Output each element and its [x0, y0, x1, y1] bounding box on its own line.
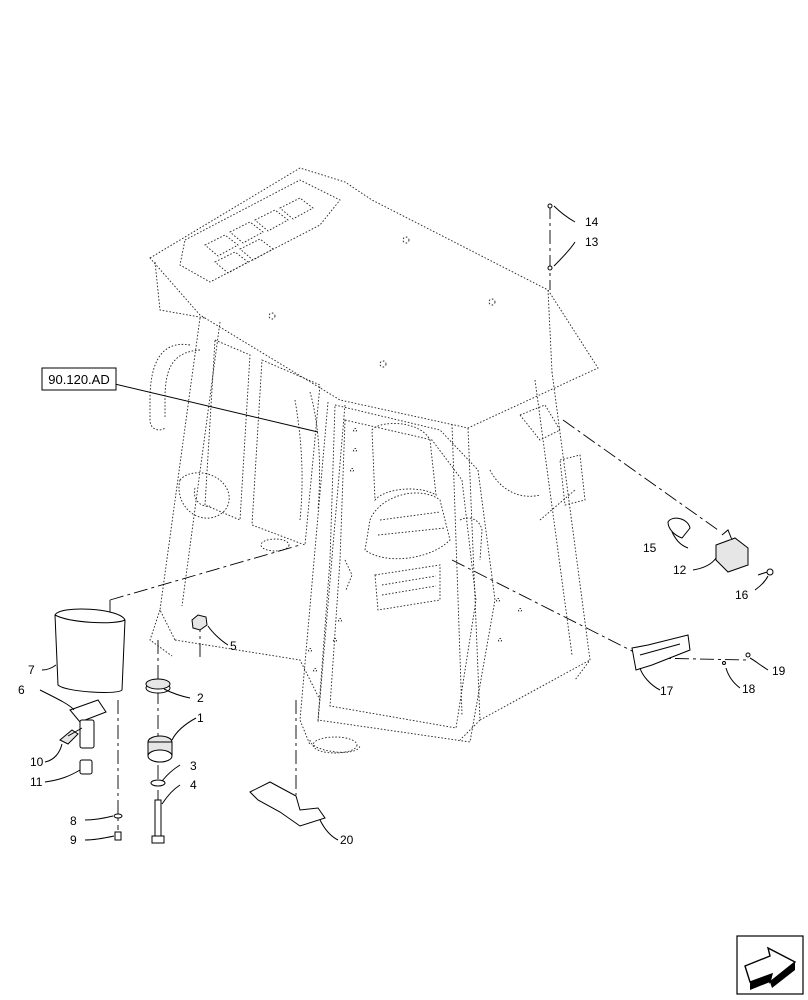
work-lamp: [715, 529, 749, 573]
callout-8: 8: [70, 814, 77, 828]
callout-17: 17: [660, 684, 674, 698]
callout-20: 20: [340, 833, 354, 847]
nut-5: [191, 614, 208, 631]
pin-16: [757, 568, 774, 576]
callout-10: 10: [30, 755, 44, 769]
grab-handle: [631, 634, 691, 671]
callout-18: 18: [742, 682, 756, 696]
next-page-arrow-icon[interactable]: [736, 935, 804, 995]
callout-11: 11: [30, 775, 43, 789]
screw-19: [745, 652, 751, 658]
callout-6: 6: [18, 683, 25, 697]
callout-1: 1: [197, 711, 204, 725]
callout-16: 16: [735, 588, 749, 602]
washer-3: [150, 779, 166, 787]
reference-tag-label: 90.120.AD: [48, 372, 109, 387]
washer-8: [113, 813, 123, 819]
screw-14: [547, 203, 553, 209]
screw-9: [114, 831, 122, 841]
washer-2: [145, 678, 171, 694]
cab-frame: [149, 167, 599, 754]
callout-5: 5: [230, 639, 237, 653]
bolt-4: [151, 799, 165, 844]
washer-18: [722, 661, 726, 665]
callout-leaders: [39, 205, 769, 841]
callout-3: 3: [190, 759, 197, 773]
spacer: [79, 759, 93, 775]
callout-4: 4: [190, 778, 197, 792]
rubber-mount: [147, 735, 173, 763]
callout-12: 12: [673, 563, 687, 577]
reference-tag[interactable]: 90.120.AD: [41, 367, 117, 391]
callout-2: 2: [197, 691, 204, 705]
washer-13: [547, 265, 553, 271]
armrest-pad: [54, 608, 126, 693]
armrest-bracket: [69, 699, 107, 749]
callout-labels: 14 13 5 2 1 3 4 7 6 10 11 8 9 15 12 16 1…: [18, 215, 786, 847]
callout-7: 7: [28, 663, 35, 677]
bracket-plate: [249, 781, 326, 827]
callout-19: 19: [772, 664, 786, 678]
callout-9: 9: [70, 833, 77, 847]
callout-15: 15: [643, 541, 657, 555]
adjust-knob: [59, 727, 83, 745]
callout-14: 14: [585, 215, 599, 229]
clip-15: [667, 517, 691, 539]
callout-13: 13: [585, 235, 599, 249]
assembly-leader-lines: [97, 205, 749, 830]
